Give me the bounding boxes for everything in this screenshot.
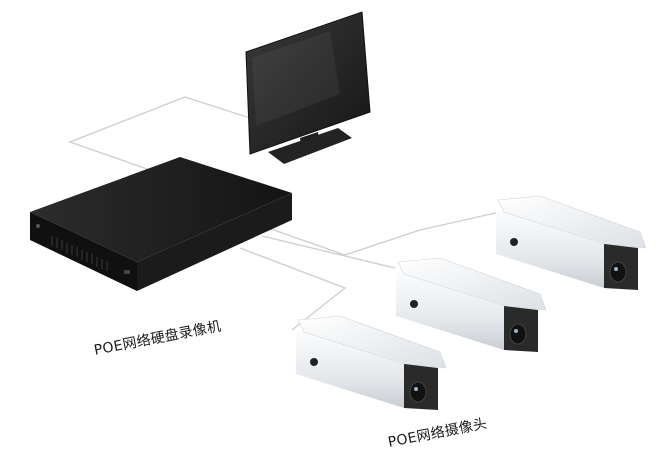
camera-lens: [409, 381, 427, 403]
cable-monitor-nvr: [67, 96, 251, 171]
nvr-top: [30, 157, 292, 262]
camera-3: [296, 315, 447, 410]
camera-logo: [510, 238, 518, 246]
nvr-front: [30, 212, 137, 291]
camera-1: [496, 195, 647, 290]
nvr-recorder: [30, 157, 292, 291]
camera-2: [396, 257, 547, 352]
cable-nvr-camera-2: [261, 235, 396, 269]
monitor-screen: [245, 11, 371, 155]
camera-lens-glint: [414, 387, 418, 391]
monitor: [245, 11, 371, 164]
camera-lens-glint: [614, 267, 618, 271]
camera-lens: [509, 323, 527, 345]
camera-body: [496, 210, 604, 288]
network-cables: [67, 96, 501, 331]
camera-body: [396, 272, 504, 350]
cable-nvr-camera-3: [239, 247, 347, 331]
camera-logo: [310, 358, 318, 366]
monitor-base: [268, 128, 352, 164]
nvr-port: [124, 270, 130, 274]
nvr-power-led: [36, 224, 40, 228]
camera-lens: [609, 261, 627, 283]
camera-body: [296, 330, 404, 408]
cable-nvr-camera-1: [267, 211, 501, 256]
nvr-vent: [51, 236, 108, 271]
camera-hood: [297, 315, 447, 369]
monitor-screen-glare: [252, 31, 340, 126]
nvr-side: [137, 193, 292, 291]
camera-hood: [497, 195, 647, 249]
camera-logo: [410, 300, 418, 308]
camera-lens-glint: [514, 329, 518, 333]
camera-hood: [397, 257, 547, 311]
